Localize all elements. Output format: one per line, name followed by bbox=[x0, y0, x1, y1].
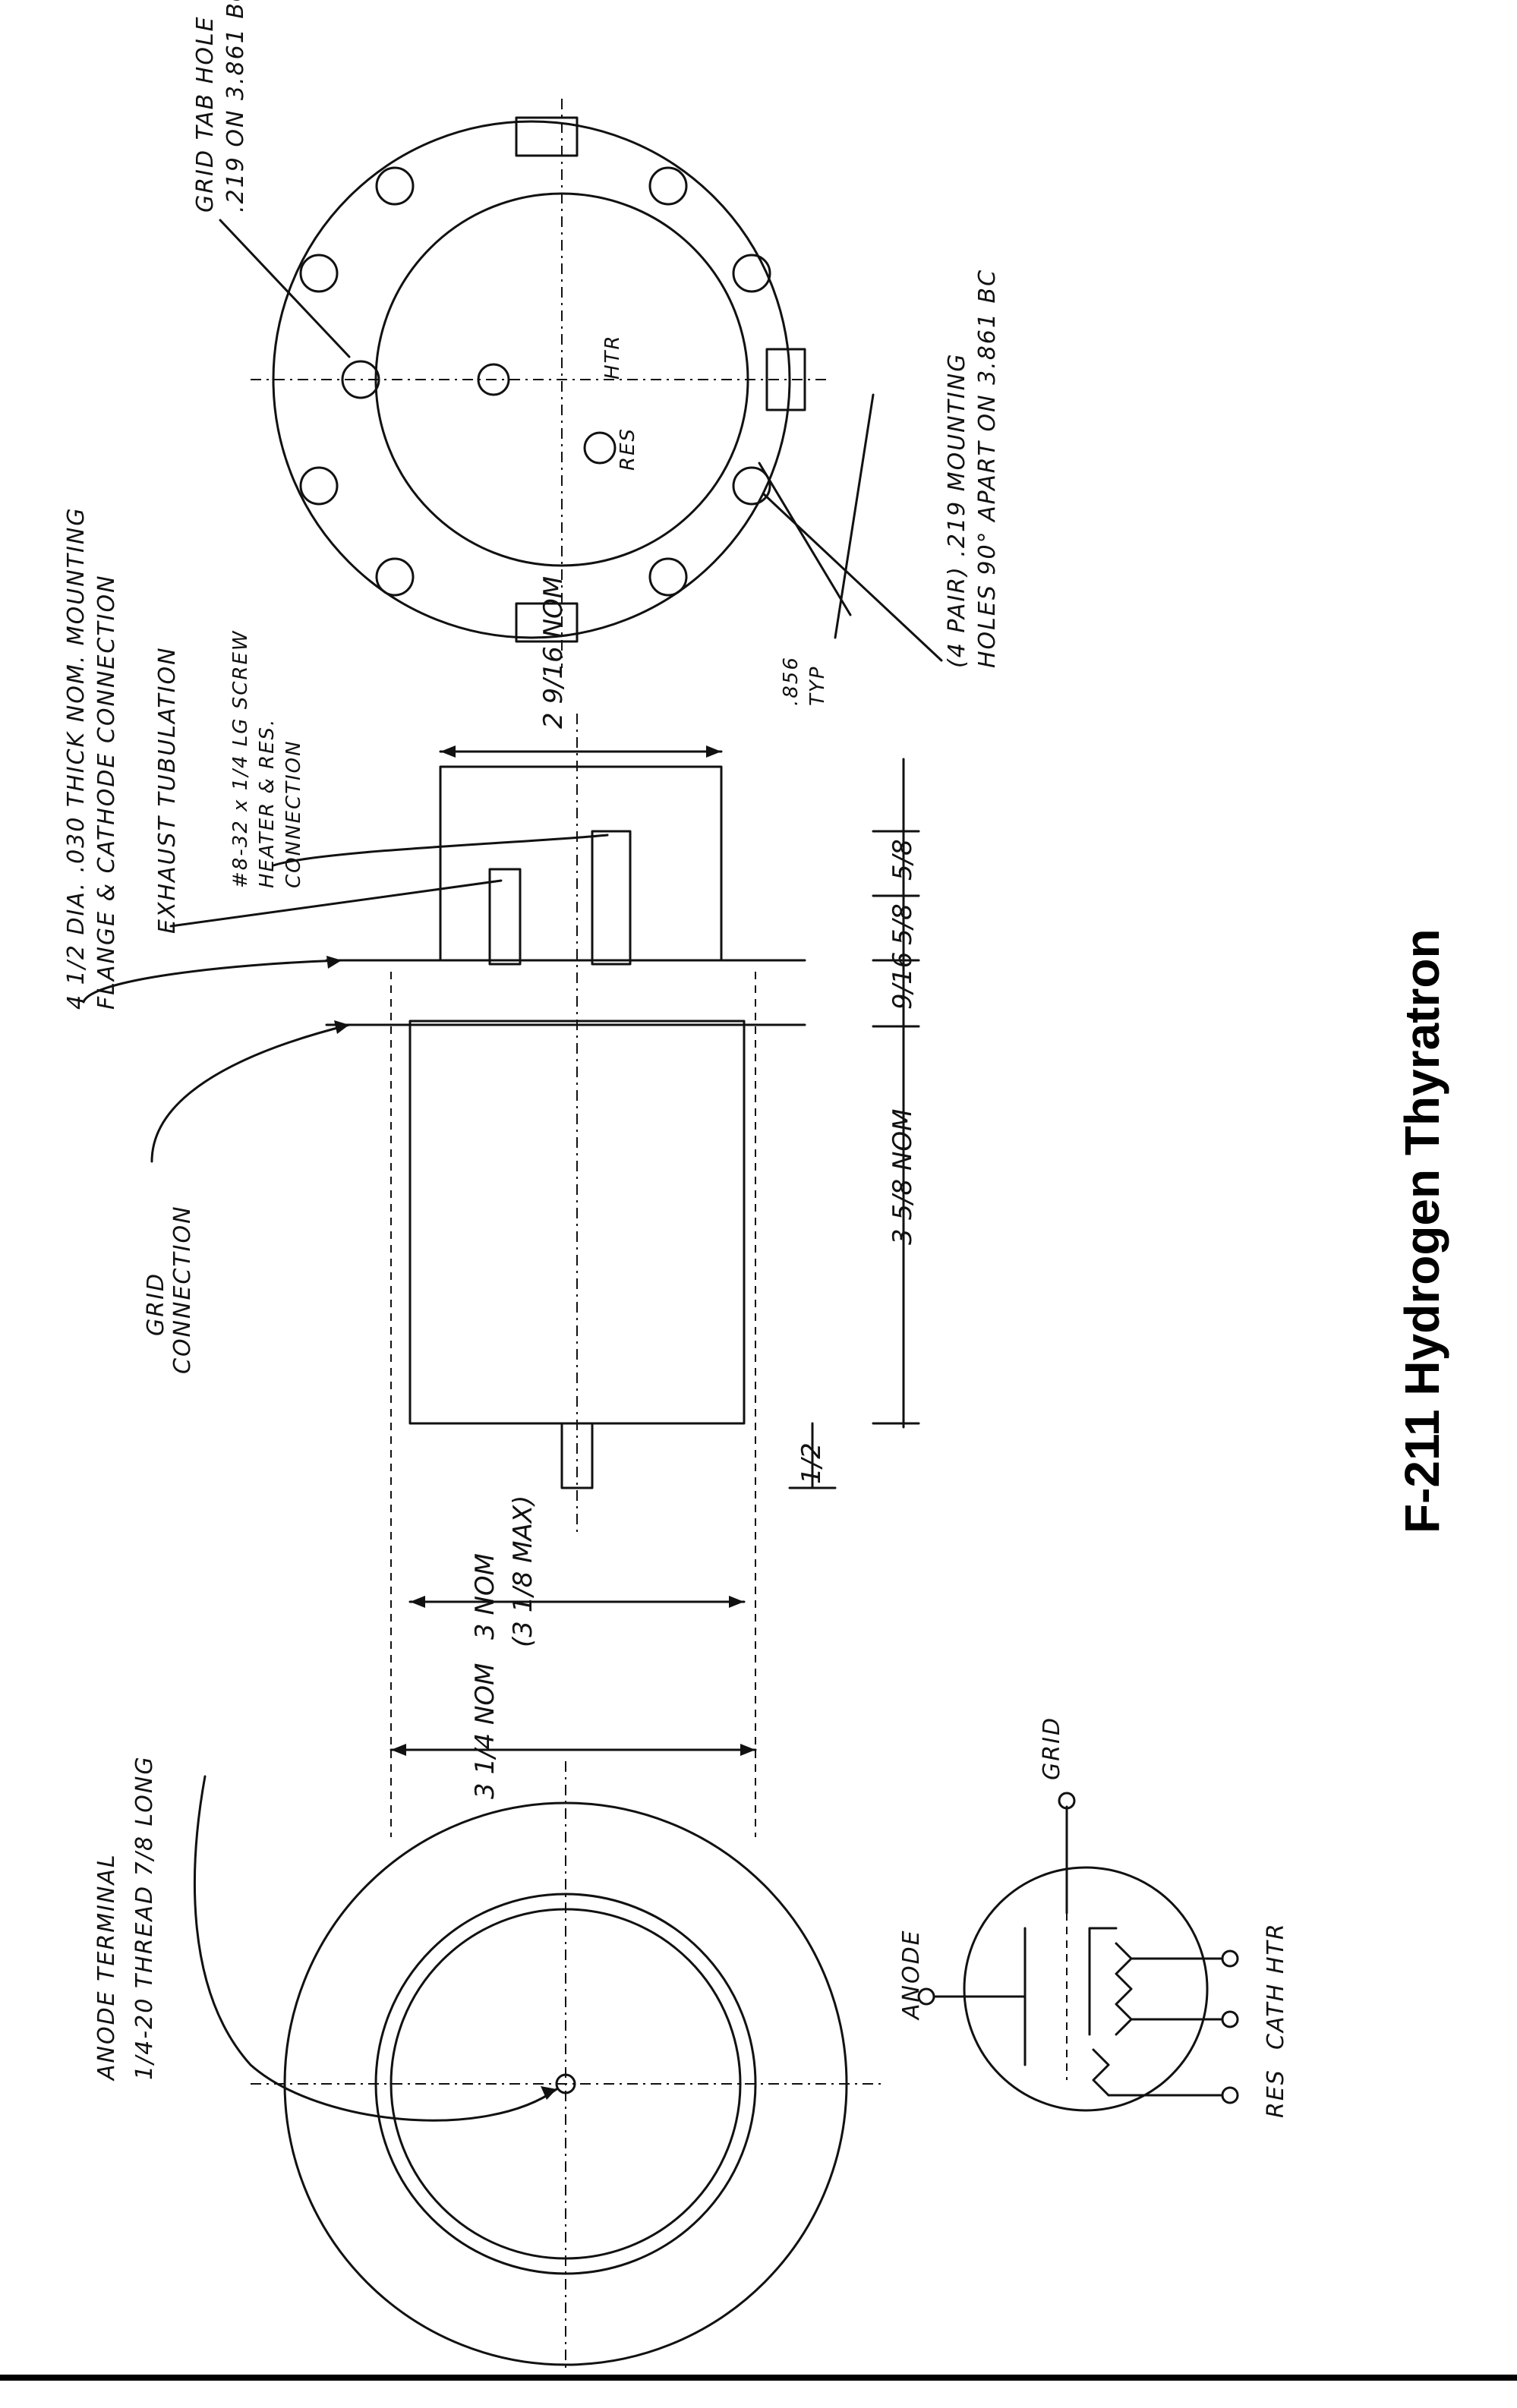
schematic-res: RES bbox=[1263, 2069, 1289, 2118]
page-title: F-211 Hydrogen Thyratron bbox=[1395, 928, 1449, 1533]
anode-end-view bbox=[193, 1761, 881, 2369]
dim-cap-diameter: 2 9/16 NOM bbox=[538, 576, 569, 729]
svg-text:1/4-20 THREAD 7/8 LONG: 1/4-20 THREAD 7/8 LONG bbox=[131, 1755, 158, 2080]
mounting-holes-label: (4 PAIR) .219 MOUNTING bbox=[944, 353, 970, 668]
flange-label: 4 1/2 DIA. .030 THICK NOM. MOUNTING bbox=[63, 506, 90, 1010]
flange-notes: GRID TAB HOLE .219 ON 3.861 BC (4 PAIR) … bbox=[192, 0, 1001, 706]
dim-body-diameter-max: (3 1/8 MAX) bbox=[508, 1496, 538, 1647]
dim-cap-length: 5/8 bbox=[888, 839, 918, 881]
schematic-anode: ANODE bbox=[898, 1929, 925, 2021]
side-view bbox=[325, 714, 806, 1837]
schematic-cath: CATH bbox=[1263, 1983, 1289, 2050]
grid-connection-label: GRID bbox=[143, 1272, 169, 1336]
svg-text:HOLES 90° APART ON 3.861 BC: HOLES 90° APART ON 3.861 BC bbox=[974, 269, 1001, 668]
svg-text:ANODE TERMINAL: ANODE TERMINAL bbox=[93, 1853, 120, 2082]
dim-body-diameter: 3 NOM bbox=[470, 1553, 500, 1640]
inner-res-label: RES bbox=[617, 427, 639, 471]
anode-leader bbox=[193, 1775, 558, 2122]
angle-dim-label: .856 bbox=[780, 656, 803, 706]
svg-text:CONNECTION: CONNECTION bbox=[282, 739, 305, 888]
side-notes: GRID CONNECTION 4 1/2 DIA. .030 THICK NO… bbox=[63, 506, 609, 1374]
svg-text:.219 ON 3.861 BC: .219 ON 3.861 BC bbox=[222, 0, 249, 213]
svg-text:HEATER & RES.: HEATER & RES. bbox=[256, 718, 279, 888]
side-dimensions: 3 5/8 NOM 9/16 5/8 5/8 2 9/16 NOM 1/2 3 … bbox=[390, 576, 920, 1800]
svg-text:CONNECTION: CONNECTION bbox=[169, 1205, 196, 1374]
dim-body-length: 3 5/8 NOM bbox=[888, 1109, 918, 1246]
tube-schematic: ANODE GRID RES CATH HTR bbox=[898, 1716, 1289, 2118]
flange-end-view: HTR RES bbox=[251, 99, 875, 668]
inner-htr-label: HTR bbox=[601, 335, 624, 380]
exhaust-label: EXHAUST TUBULATION bbox=[154, 646, 181, 934]
grid-tab-label: GRID TAB HOLE bbox=[192, 15, 219, 213]
schematic-htr: HTR bbox=[1263, 1922, 1289, 1974]
svg-text:FLANGE & CATHODE CONNECTION: FLANGE & CATHODE CONNECTION bbox=[93, 574, 120, 1010]
svg-text:TYP: TYP bbox=[806, 666, 829, 706]
dim-outer-diameter: 3 1/4 NOM bbox=[470, 1663, 500, 1800]
dim-flange-gap: 5/8 bbox=[888, 903, 918, 945]
dim-top-stud: 9/16 bbox=[888, 952, 918, 1010]
dim-anode-stud: 1/2 bbox=[796, 1442, 827, 1484]
schematic-grid: GRID bbox=[1039, 1716, 1065, 1780]
anode-terminal-note: ANODE TERMINAL 1/4-20 THREAD 7/8 LONG bbox=[93, 1755, 158, 2082]
screw-label: #8-32 x 1/4 LG SCREW bbox=[229, 629, 252, 888]
